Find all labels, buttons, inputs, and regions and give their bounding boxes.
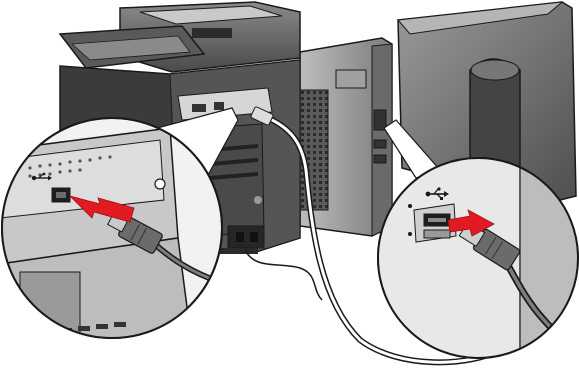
printer-usb-port-callout	[0, 118, 222, 360]
desktop-computer	[300, 38, 392, 236]
